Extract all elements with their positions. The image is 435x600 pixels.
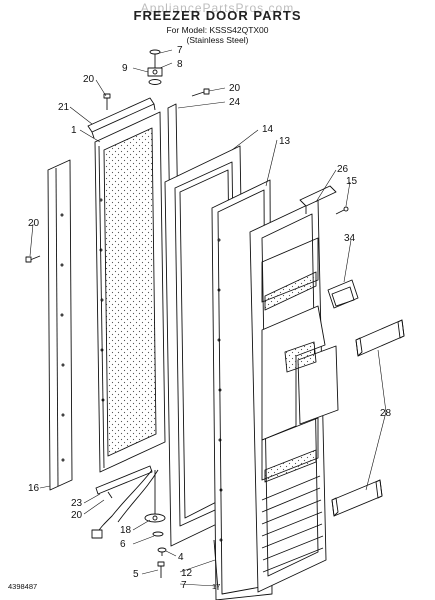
- part-34-bin: [327, 279, 359, 309]
- callout-21: 21: [58, 102, 70, 113]
- page-number: 17: [212, 582, 221, 591]
- part-9-hinge: [147, 49, 163, 85]
- callout-24: 24: [229, 97, 241, 108]
- callout-8: 8: [177, 59, 183, 70]
- callout-20-left: 20: [28, 218, 40, 229]
- callout-12: 12: [181, 568, 193, 579]
- part-20-screw-top: [103, 93, 111, 110]
- callout-20-bottom: 20: [71, 510, 83, 521]
- callout-26: 26: [337, 164, 349, 175]
- part-28-shelf-upper: [355, 319, 405, 357]
- callout-4: 4: [178, 552, 184, 563]
- document-number: 4398487: [8, 582, 38, 591]
- part-18-bottom-hinge: [91, 469, 166, 539]
- callout-7-bottom: 7: [181, 580, 187, 591]
- leader-lines: [29, 49, 387, 587]
- callout-13: 13: [279, 136, 291, 147]
- diagram-title: FREEZER DOOR PARTS: [133, 8, 302, 23]
- callout-20-top-right: 20: [229, 83, 241, 94]
- callout-labels: 7 8 9 20 20 24 21 1 14 13 26 15 34 20 28…: [28, 45, 392, 591]
- part-20-screw-right: [191, 88, 210, 97]
- part-23-bottom-bracket: [95, 465, 153, 499]
- part-6-washer: [152, 531, 164, 537]
- part-16-trim-strip: [47, 159, 73, 491]
- callout-7-top: 7: [177, 45, 183, 56]
- callout-28: 28: [380, 408, 392, 419]
- model-line: For Model: KSSS42QTX00: [166, 25, 269, 35]
- finish-line: (Stainless Steel): [186, 35, 249, 45]
- part-1-door-panel: [94, 111, 166, 473]
- callout-1: 1: [71, 125, 77, 136]
- door-liner: [249, 199, 339, 593]
- callout-6: 6: [120, 539, 126, 550]
- callout-14: 14: [262, 124, 274, 135]
- part-21-top-bracket: [87, 97, 156, 139]
- callout-18: 18: [120, 525, 132, 536]
- part-12-bottom-strip: [213, 539, 219, 591]
- callout-5: 5: [133, 569, 139, 580]
- callout-16: 16: [28, 483, 40, 494]
- part-28-shelf-lower: [331, 479, 383, 517]
- callout-23: 23: [71, 498, 83, 509]
- part-20-screw-left: [25, 255, 41, 263]
- part-26-cap: [299, 185, 337, 214]
- callout-34: 34: [344, 233, 356, 244]
- callout-9: 9: [122, 63, 128, 74]
- part-15-screw: [335, 206, 349, 215]
- watermark-text: AppliancePartsPros.com: [140, 1, 295, 15]
- callout-20-top-left: 20: [83, 74, 95, 85]
- part-4-pin: [157, 547, 167, 556]
- callout-15: 15: [346, 176, 358, 187]
- part-5-screw: [157, 561, 165, 578]
